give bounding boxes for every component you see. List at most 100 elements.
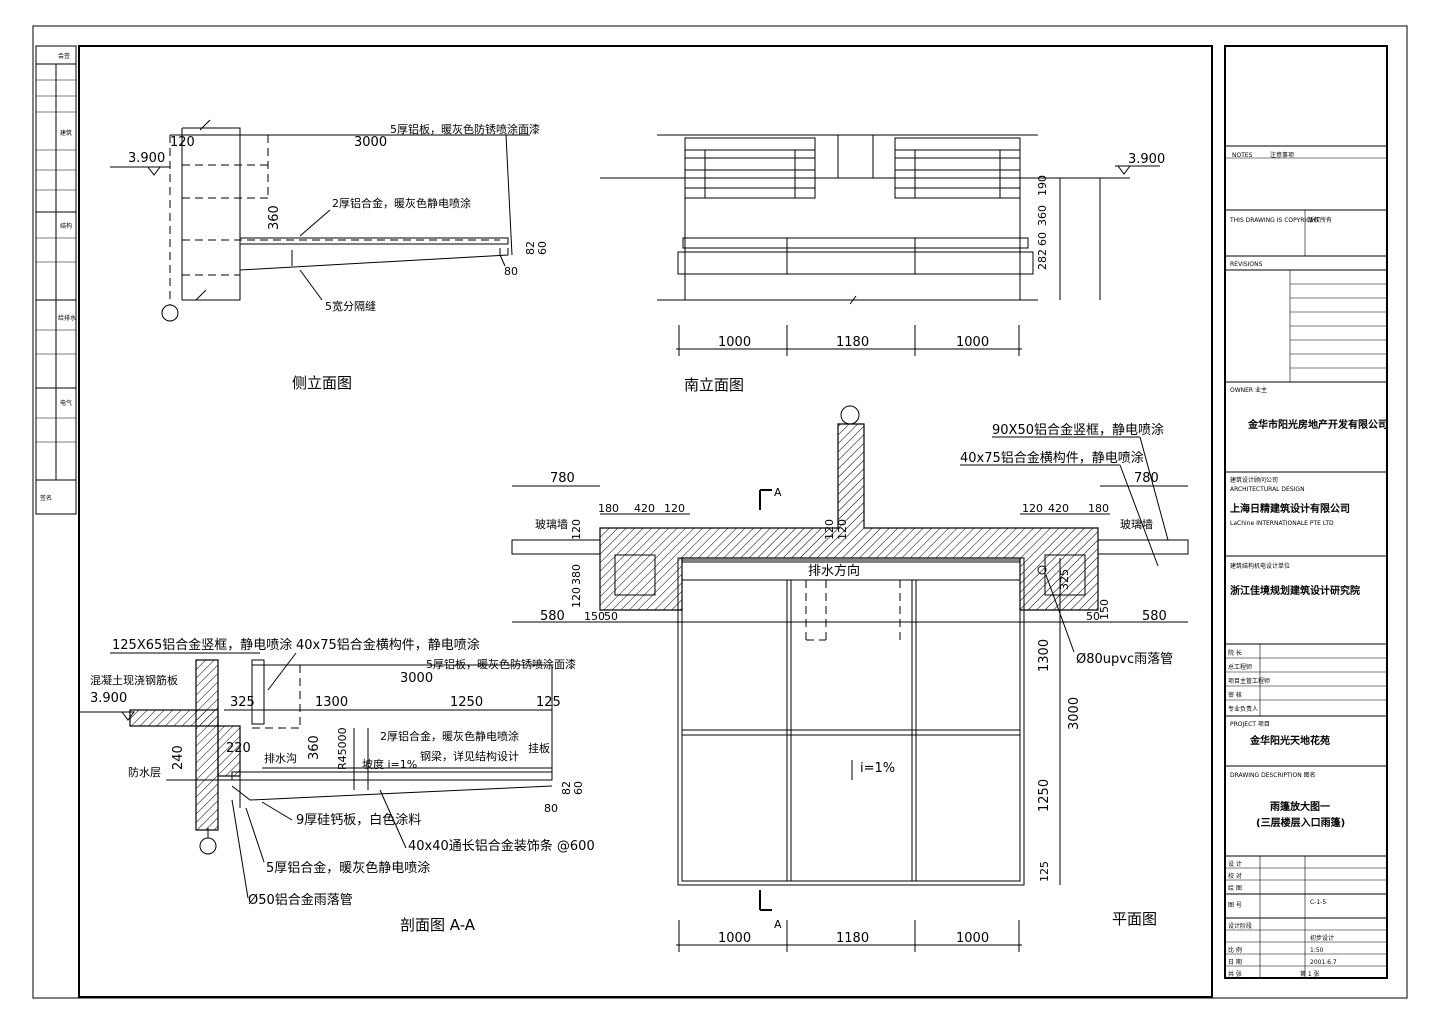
plan-glass-right: 玻璃墙 xyxy=(1120,517,1153,531)
tb-arch-sub: LaChine INTERNATIONALE PTE LTD xyxy=(1230,520,1334,527)
plan-title: 平面图 xyxy=(1112,910,1157,928)
plan-dim-50-right: 50 xyxy=(1086,610,1100,623)
tb-scale: 1:50 xyxy=(1310,947,1324,954)
plan-dim-780-left: 780 xyxy=(550,471,575,486)
section-dim-360: 360 xyxy=(307,735,322,760)
section-dim-82: 82 xyxy=(560,781,573,795)
tb-owner: 金华市阳光房地产开发有限公司 xyxy=(1247,418,1388,431)
south-elev-label: 3.900 xyxy=(1128,152,1165,167)
south-dim-360: 360 xyxy=(1036,205,1049,226)
plan-view: A A 780 780 180 420 120 120 420 180 玻璃墙 … xyxy=(511,405,1189,952)
strip-elec-label: 电气 xyxy=(60,399,72,407)
plan-dim-780-right: 780 xyxy=(1134,471,1159,486)
section-note-slab: 混凝土现浇钢筋板 xyxy=(90,673,178,687)
tb-local: 浙江佳境规划建筑设计研究院 xyxy=(1230,584,1360,597)
section-dim-80: 80 xyxy=(544,802,558,815)
plan-slope: i=1% xyxy=(860,761,895,776)
south-dim-190: 190 xyxy=(1036,175,1049,196)
tb-role-2: 总工程师 xyxy=(1228,663,1252,671)
side-note-roof: 5厚铝板，暖灰色防锈喷涂面漆 xyxy=(390,122,540,136)
plan-dim-125: 125 xyxy=(1038,861,1051,882)
side-note-seam: 5宽分隔缝 xyxy=(325,299,376,313)
strip-arch-label: 建筑 xyxy=(60,129,72,137)
south-elevation-title: 南立面图 xyxy=(684,376,744,394)
plan-dim-325: 325 xyxy=(1058,569,1071,590)
tb-scale-label: 比 例 xyxy=(1228,946,1242,954)
title-block: NOTES 注意事项 THIS DRAWING IS COPYRIGHT 版权所… xyxy=(1224,45,1388,979)
plan-note-post: 90X50铝合金竖框，静电喷涂 xyxy=(992,422,1164,438)
side-dim-80: 80 xyxy=(504,265,518,278)
section-note-water: 防水层 xyxy=(128,765,161,779)
plan-width-1: 1000 xyxy=(718,931,751,946)
tb-desc-label: DRAWING DESCRIPTION 图名 xyxy=(1230,771,1316,779)
plan-dim-120-b: 120 xyxy=(1022,502,1043,515)
tb-sign-1: 设 计 xyxy=(1228,860,1242,868)
section-r45000: R45000 xyxy=(336,727,349,770)
side-elevation-title: 侧立面图 xyxy=(292,374,352,392)
section-dim-3000: 3000 xyxy=(400,671,433,686)
plan-dim-580-left: 580 xyxy=(540,609,565,624)
south-width-2: 1180 xyxy=(836,335,869,350)
side-dim-3000: 3000 xyxy=(354,135,387,150)
tb-date: 2001.6.7 xyxy=(1310,959,1337,966)
side-dim-82: 82 xyxy=(524,241,537,255)
tb-date-label: 日 期 xyxy=(1228,958,1242,966)
section-note-board: 9厚硅钙板，白色涂料 xyxy=(296,812,421,828)
plan-dim-120-c: 120 xyxy=(823,519,836,540)
plan-dim-120-v2: 120 xyxy=(570,587,583,608)
section-dim-125: 125 xyxy=(536,695,561,710)
section-title: 剖面图 A-A xyxy=(400,916,476,934)
plan-glass-left: 玻璃墙 xyxy=(535,517,568,531)
plan-width-2: 1180 xyxy=(836,931,869,946)
section-note-post: 125X65铝合金竖框，静电喷涂 xyxy=(112,637,292,653)
south-dim-60: 60 xyxy=(1036,232,1049,246)
tb-role-3: 项目主管工程师 xyxy=(1228,677,1270,685)
section-dim-1250: 1250 xyxy=(450,695,483,710)
tb-sheet: 第 1 张 xyxy=(1300,970,1320,978)
section-elev-label: 3.900 xyxy=(90,691,127,706)
tb-arch-label: 建筑设计顾问公司 xyxy=(1230,476,1278,484)
south-dim-282: 282 xyxy=(1036,249,1049,270)
plan-dim-120-a: 120 xyxy=(664,502,685,515)
section-a-a: 3.900 125X65铝合金竖框，静电喷涂 40x75铝合金横构件，静电喷涂 … xyxy=(80,637,595,934)
plan-dim-180-a: 180 xyxy=(598,502,619,515)
strip-struct-label: 结构 xyxy=(60,222,72,230)
side-dim-60: 60 xyxy=(536,241,549,255)
tb-dwg-no: C-1-5 xyxy=(1310,899,1326,906)
tb-project: 金华阳光天地花苑 xyxy=(1249,734,1330,747)
tb-sign-3: 绘 图 xyxy=(1228,884,1242,892)
section-note-steel: 钢梁，详见结构设计 xyxy=(420,749,519,763)
plan-dim-1300: 1300 xyxy=(1037,639,1052,672)
tb-owner-label: OWNER 业主 xyxy=(1230,386,1267,394)
side-dim-360: 360 xyxy=(267,205,282,230)
outer-border xyxy=(32,25,1408,999)
tb-notes-cn: 注意事项 xyxy=(1270,151,1294,159)
plan-dim-380-v: 380 xyxy=(570,564,583,585)
tb-arch-en: ARCHITECTURAL DESIGN xyxy=(1230,486,1305,493)
tb-arch: 上海日精建筑设计有限公司 xyxy=(1230,502,1350,515)
plan-dim-120-v: 120 xyxy=(570,519,583,540)
tb-dwg-no-label: 图 号 xyxy=(1228,902,1242,909)
plan-dim-580-right: 580 xyxy=(1142,609,1167,624)
strip-plumb-label: 给排水 xyxy=(58,314,76,322)
section-note-member: 40x75铝合金横构件，静电喷涂 xyxy=(296,637,480,653)
plan-cut-mark-top: A xyxy=(774,486,782,499)
tb-role-4: 审 核 xyxy=(1228,691,1242,699)
tb-revisions: REVISIONS xyxy=(1230,261,1263,268)
plan-note-member: 40x75铝合金横构件，静电喷涂 xyxy=(960,450,1144,466)
left-sign-strip: 会签 建筑 结构 给排水 电气 签名 xyxy=(35,45,77,515)
plan-dim-1250: 1250 xyxy=(1037,779,1052,812)
section-dim-60: 60 xyxy=(572,781,585,795)
plan-dim-420-b: 420 xyxy=(1048,502,1069,515)
tb-sign-2: 校 对 xyxy=(1228,872,1242,880)
section-note-nose: 挂板 xyxy=(528,741,550,755)
section-dim-325: 325 xyxy=(230,695,255,710)
plan-dim-120-d: 120 xyxy=(836,519,849,540)
plan-cut-mark-bottom: A xyxy=(774,918,782,931)
tb-local-label: 建筑结构机电设计单位 xyxy=(1230,562,1290,570)
section-dim-240: 240 xyxy=(171,745,186,770)
tb-role-5: 专业负责人 xyxy=(1228,705,1258,713)
plan-note-pipe: Ø80upvc雨落管 xyxy=(1076,652,1173,667)
tb-project-label: PROJECT 项目 xyxy=(1230,721,1270,728)
